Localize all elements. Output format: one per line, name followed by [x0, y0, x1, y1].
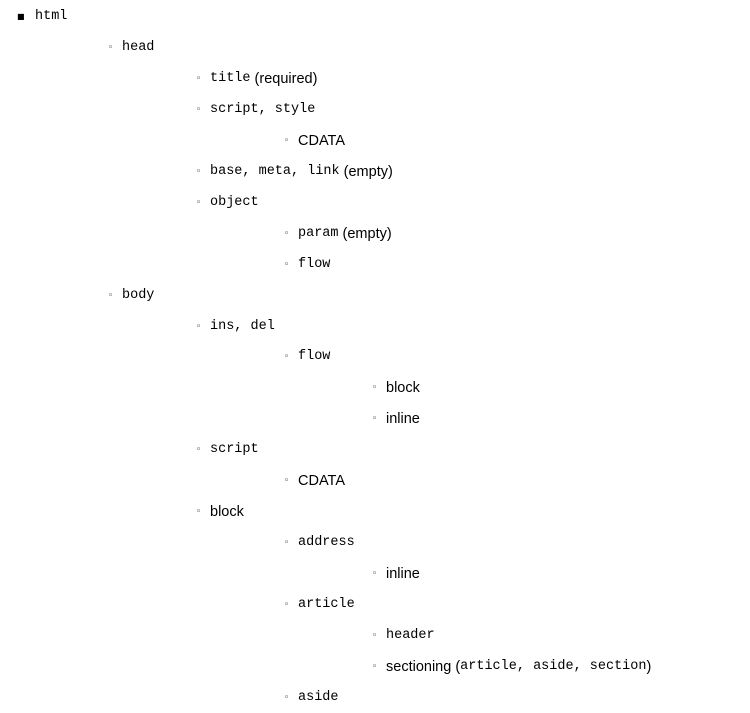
item-note: CDATA	[298, 473, 345, 489]
circle-bullet-icon: ◦	[108, 43, 114, 53]
circle-bullet-icon: ◦	[196, 198, 202, 208]
tree-item: ◦ flow	[284, 347, 330, 367]
element-name: flow	[298, 257, 331, 272]
circle-bullet-icon: ◦	[196, 167, 202, 177]
circle-bullet-icon: ◦	[372, 662, 378, 672]
item-note: sectioning (	[386, 659, 461, 675]
tree-item: ◦ header	[372, 626, 435, 646]
circle-bullet-icon: ◦	[372, 383, 378, 393]
item-note: (empty)	[338, 226, 392, 242]
circle-bullet-icon: ◦	[284, 136, 290, 146]
tree-item: ◦ param (empty)	[284, 224, 392, 244]
element-name: script	[210, 442, 259, 457]
element-name: body	[122, 288, 155, 303]
item-note: inline	[386, 566, 420, 582]
circle-bullet-icon: ◦	[196, 445, 202, 455]
element-name: base, meta, link	[210, 164, 340, 179]
circle-bullet-icon: ◦	[284, 600, 290, 610]
tree-item: ◦ CDATA	[284, 131, 345, 151]
element-name: html	[35, 9, 68, 24]
element-name: article, aside, section	[460, 659, 647, 674]
tree-item: ◦ CDATA	[284, 471, 345, 491]
item-note: (empty)	[339, 164, 393, 180]
tree-item: ■ html	[17, 7, 67, 27]
square-bullet-icon: ■	[17, 12, 25, 21]
tree-item: ◦ block	[196, 502, 244, 522]
circle-bullet-icon: ◦	[284, 476, 290, 486]
circle-bullet-icon: ◦	[196, 105, 202, 115]
item-note: block	[210, 504, 244, 520]
tree-item: ◦ sectioning (article, aside, section)	[372, 657, 651, 677]
circle-bullet-icon: ◦	[284, 260, 290, 270]
tree-item: ◦ body	[108, 286, 154, 306]
tree-item: ◦ script, style	[196, 100, 315, 120]
circle-bullet-icon: ◦	[196, 507, 202, 517]
element-name: param	[298, 226, 339, 241]
element-name: aside	[298, 690, 339, 705]
item-note: )	[646, 659, 652, 675]
element-name: script, style	[210, 102, 316, 117]
element-name: title	[210, 71, 251, 86]
tree-item: ◦ inline	[372, 564, 420, 584]
tree-item: ◦ title (required)	[196, 69, 317, 89]
item-note: inline	[386, 411, 420, 427]
tree-item: ◦ flow	[284, 255, 330, 275]
tree-item: ◦ address	[284, 533, 355, 553]
item-note: (required)	[250, 71, 318, 87]
item-note: block	[386, 380, 420, 396]
tree-item: ◦ aside	[284, 688, 339, 708]
element-name: address	[298, 535, 355, 550]
circle-bullet-icon: ◦	[284, 693, 290, 703]
tree-item: ◦ base, meta, link (empty)	[196, 162, 393, 182]
element-name: article	[298, 597, 355, 612]
tree-item: ◦ ins, del	[196, 317, 275, 337]
tree-item: ◦ object	[196, 193, 259, 213]
item-note: CDATA	[298, 133, 345, 149]
element-name: ins, del	[210, 319, 275, 334]
circle-bullet-icon: ◦	[284, 229, 290, 239]
circle-bullet-icon: ◦	[108, 291, 114, 301]
element-name: flow	[298, 349, 331, 364]
circle-bullet-icon: ◦	[284, 352, 290, 362]
element-name: object	[210, 195, 259, 210]
circle-bullet-icon: ◦	[372, 569, 378, 579]
tree-item: ◦ head	[108, 38, 154, 58]
tree-item: ◦ article	[284, 595, 355, 615]
circle-bullet-icon: ◦	[284, 538, 290, 548]
circle-bullet-icon: ◦	[372, 631, 378, 641]
element-name: header	[386, 628, 435, 643]
tree-item: ◦ script	[196, 440, 259, 460]
circle-bullet-icon: ◦	[196, 74, 202, 84]
element-name: head	[122, 40, 155, 55]
tree-item: ◦ inline	[372, 409, 420, 429]
circle-bullet-icon: ◦	[372, 414, 378, 424]
circle-bullet-icon: ◦	[196, 322, 202, 332]
tree-item: ◦ block	[372, 378, 420, 398]
